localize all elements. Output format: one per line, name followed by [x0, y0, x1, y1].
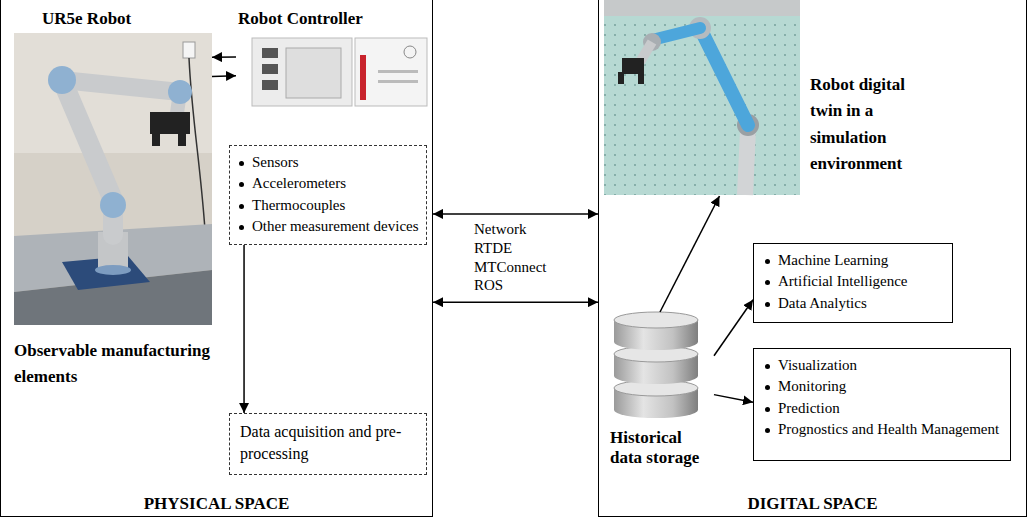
box-text: Data acquisition and pre-processing	[240, 421, 416, 466]
controller-photo-part	[262, 48, 278, 58]
robot-photo-part	[14, 33, 212, 325]
connector-arrow	[212, 75, 236, 77]
space-panel: PHYSICAL SPACE UR5e Robot Robot Controller…	[0, 0, 433, 517]
robot-photo-part	[168, 80, 192, 104]
bullet-item: Accelerometers	[236, 173, 420, 194]
robot-photo-part	[189, 58, 205, 230]
controller-photo-part	[252, 38, 352, 106]
controller-photo-part	[262, 80, 278, 90]
function-list-box: Machine LearningArtificial IntelligenceD…	[753, 243, 953, 323]
controller-photo-part	[378, 80, 418, 83]
controller-photo-part	[262, 64, 278, 74]
digital-twin-render-part	[604, 0, 800, 16]
controller-photo-box: Robot Controller	[236, 6, 430, 110]
controller-photo-part	[404, 46, 416, 58]
photo-heading: UR5e Robot	[42, 8, 131, 29]
robot-photo-part	[48, 66, 76, 94]
robot-photo-part	[183, 42, 195, 58]
image-caption: Historical data storage	[610, 428, 710, 469]
digital-twin-render-part	[618, 72, 624, 84]
bullet-item: Sensors	[236, 152, 420, 173]
function-list-box: VisualizationMonitoringPredictionPrognos…	[753, 348, 1011, 461]
panel-title: DIGITAL SPACE	[599, 494, 1026, 514]
robot-photo	[14, 33, 212, 325]
digital-twin-render-part	[700, 28, 748, 125]
robot-photo-part	[14, 33, 212, 153]
controller-photo-part	[378, 70, 418, 73]
digital-twin-render-part	[622, 58, 644, 74]
controller-photo-part	[286, 48, 341, 98]
controller-photo-part	[360, 55, 366, 100]
image-caption: Robot digital twin in a simulation envir…	[810, 72, 932, 177]
protocol-label: Network RTDE MTConnect ROS	[474, 220, 547, 295]
bullet-item: Thermocouples	[236, 195, 420, 216]
digital-twin-render	[604, 0, 800, 195]
connector-arrow	[660, 196, 720, 312]
robot-photo-part	[100, 192, 126, 218]
robot-photo-part	[95, 265, 131, 275]
sensor-list-box: SensorsAccelerometersThermocouplesOther …	[229, 145, 427, 245]
connector-arrow	[212, 56, 236, 58]
connector-arrow	[433, 213, 598, 215]
bullet-item: Monitoring	[762, 376, 1002, 397]
bullet-item: Machine Learning	[762, 250, 944, 271]
connector-arrow	[714, 300, 753, 356]
robot-photo-part	[62, 80, 113, 200]
connector-arrow	[714, 395, 753, 403]
bullet-item: Artificial Intelligence	[762, 271, 944, 292]
digital-twin-render-part	[604, 0, 800, 195]
panel-title: PHYSICAL SPACE	[1, 494, 432, 514]
bullet-item: Data Analytics	[762, 293, 944, 314]
process-box: Data acquisition and pre-processing	[229, 413, 427, 475]
bullet-item: Other measurement devices	[236, 216, 420, 237]
robot-photo-part	[150, 112, 190, 134]
bullet-item: Prediction	[762, 398, 1002, 419]
robot-photo-part	[152, 132, 160, 146]
digital-twin-box: Robot digital twin in a simulation envir…	[604, 0, 934, 196]
connector-arrow	[433, 301, 598, 303]
robot-photo-part	[62, 80, 180, 92]
space-panel: DIGITAL SPACE Robot digital twin in a sim…	[598, 0, 1027, 517]
digital-twin-render-part	[604, 0, 800, 195]
robot-photo-box: UR5e Robot	[14, 6, 212, 326]
connector-arrow	[243, 245, 245, 413]
digital-twin-render-part	[638, 72, 644, 84]
database-icon	[614, 312, 698, 418]
robot-photo-part	[178, 132, 186, 146]
region-label: Observable manufacturing elements	[14, 338, 229, 391]
database-box: Historical data storage	[606, 312, 714, 474]
digital-twin-render-part	[745, 130, 748, 195]
bullet-item: Prognostics and Health Management	[762, 419, 1002, 440]
controller-photo-part	[355, 38, 427, 106]
photo-heading: Robot Controller	[238, 8, 363, 29]
database-icon-part	[614, 312, 698, 328]
controller-photo	[252, 38, 427, 106]
bullet-item: Visualization	[762, 355, 1002, 376]
